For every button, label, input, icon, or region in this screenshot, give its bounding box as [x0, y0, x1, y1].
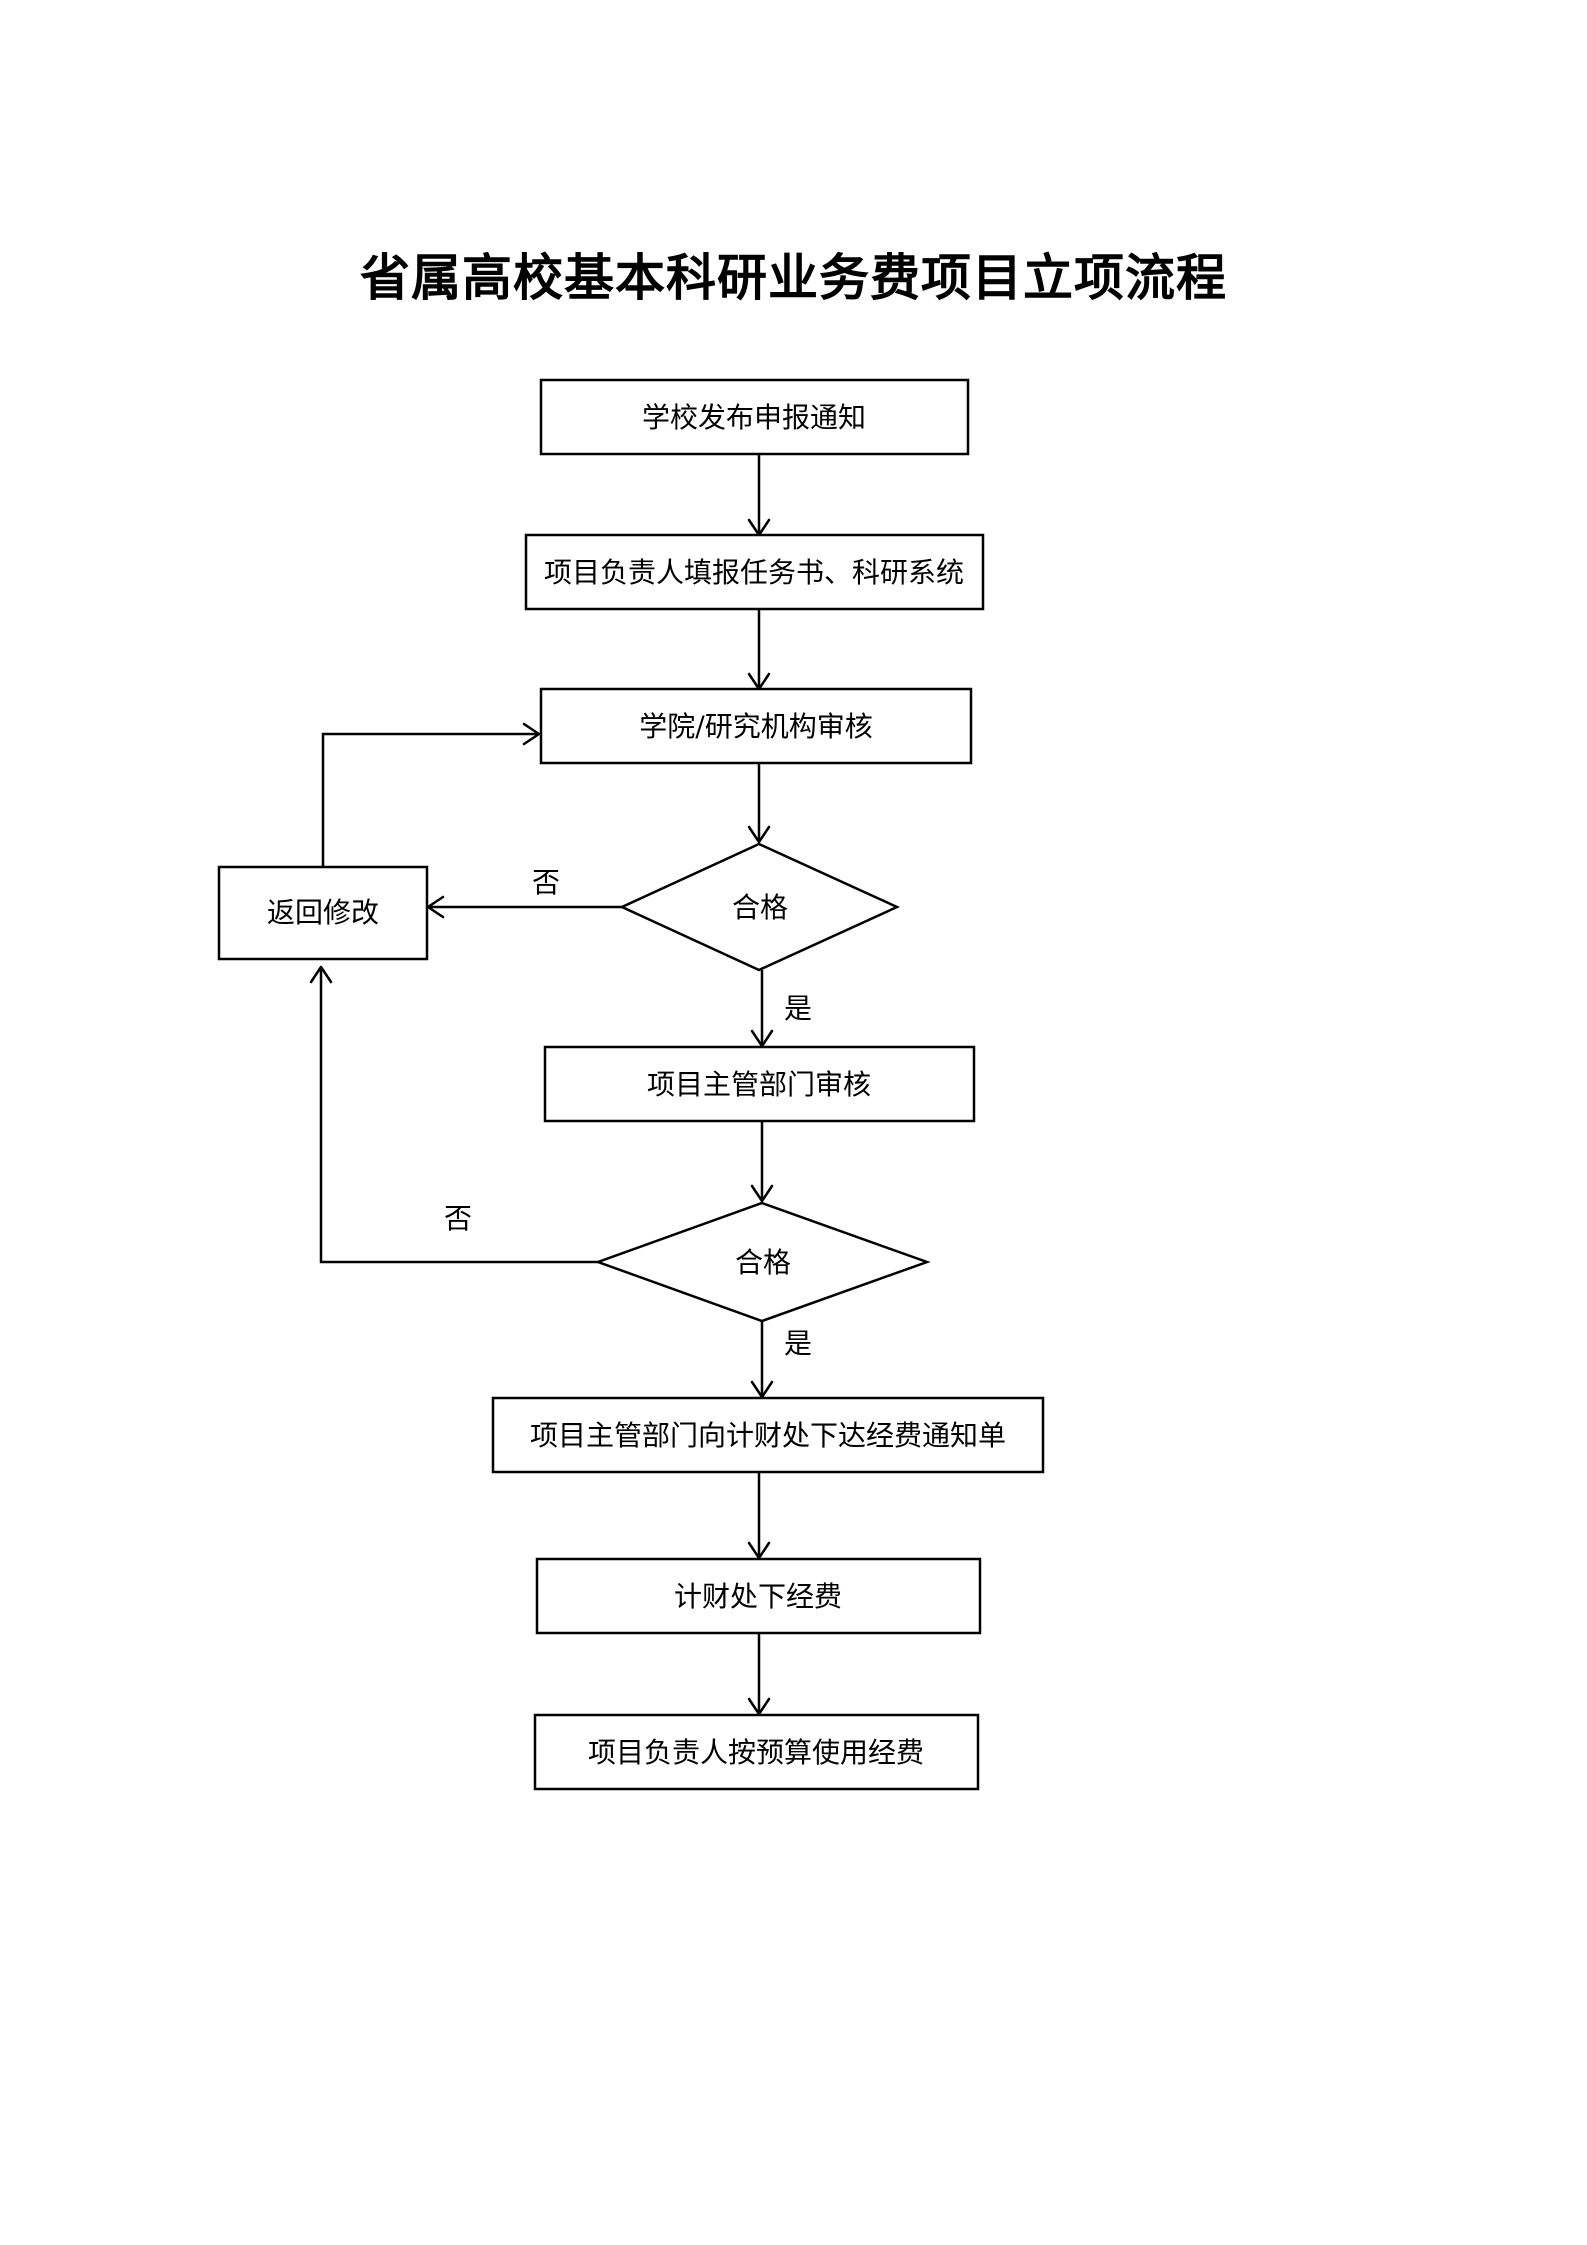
arrow-n3-d1 — [747, 825, 771, 844]
node-issue-funding-notice-label: 项目主管部门向计财处下达经费通知单 — [530, 1419, 1006, 1452]
node-dept-review-label: 项目主管部门审核 — [647, 1068, 871, 1101]
edge-label-d1-yes: 是 — [784, 992, 812, 1025]
node-use-funds-label: 项目负责人按预算使用经费 — [588, 1736, 924, 1769]
arrow-d2-no — [309, 965, 333, 984]
node-dept-review — [543, 1045, 976, 1123]
decision-qualified-1-label: 合格 — [732, 891, 788, 924]
node-publish-notice-label: 学校发布申报通知 — [642, 401, 866, 434]
node-return-modify-label: 返回修改 — [267, 896, 379, 929]
arrow-return-n3 — [522, 722, 541, 746]
node-finance-allocate-label: 计财处下经费 — [674, 1580, 842, 1613]
node-issue-funding-notice — [491, 1396, 1045, 1474]
node-use-funds — [533, 1713, 980, 1791]
arrow-n4-d2 — [750, 1184, 774, 1203]
node-return-modify — [217, 865, 429, 961]
edge-d2-no — [319, 967, 598, 1264]
edge-label-d1-no: 否 — [532, 866, 560, 899]
decision-qualified-2-label: 合格 — [735, 1246, 791, 1279]
page-title: 省属高校基本科研业务费项目立项流程 — [360, 248, 1227, 307]
edge-label-d2-yes: 是 — [784, 1327, 812, 1360]
edge-return-n3 — [321, 732, 539, 867]
node-college-review-label: 学院/研究机构审核 — [639, 710, 872, 743]
node-college-review — [539, 687, 973, 765]
decision-qualified-1 — [619, 842, 901, 972]
node-fill-task-book-label: 项目负责人填报任务书、科研系统 — [544, 556, 964, 589]
node-fill-task-book — [524, 533, 985, 611]
node-publish-notice — [539, 378, 970, 456]
edge-label-d2-no: 否 — [444, 1202, 472, 1235]
